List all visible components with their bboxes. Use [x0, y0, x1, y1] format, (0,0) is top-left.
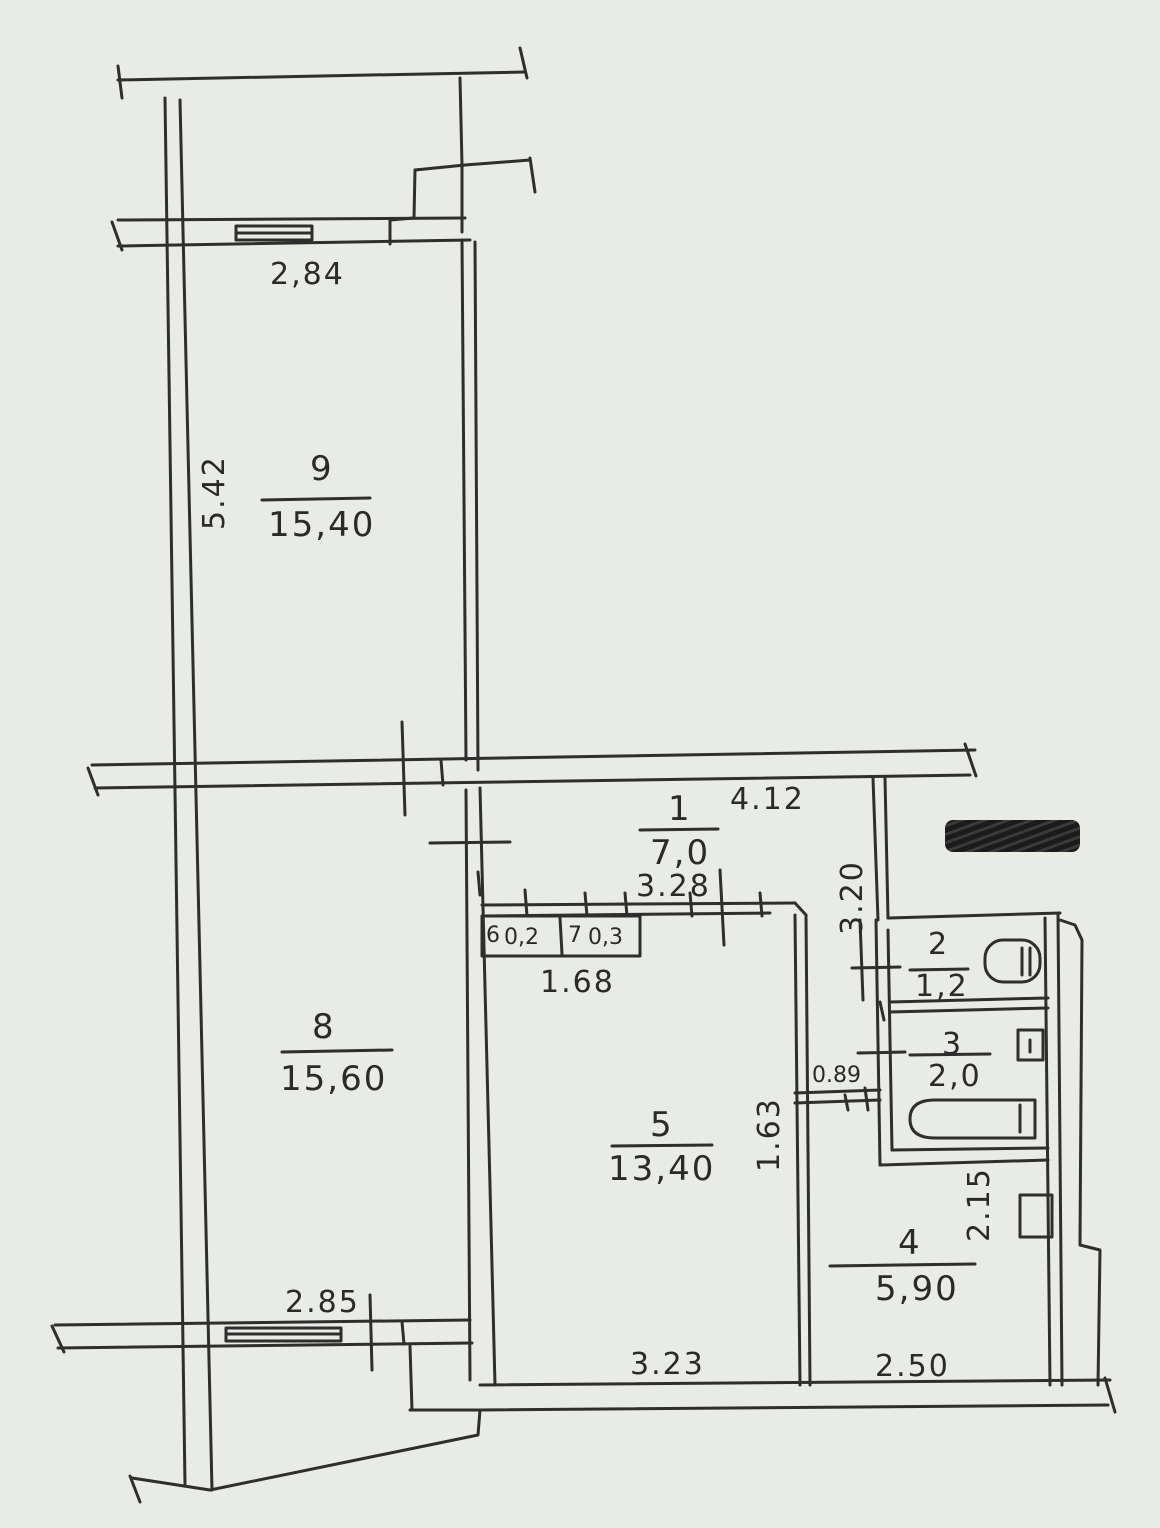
room-3-number: 3: [942, 1027, 964, 1062]
room-5-number: 5: [650, 1105, 674, 1145]
redaction-scribble: [945, 820, 1080, 852]
dimension-1-63: 1.63: [752, 1097, 787, 1172]
room-3-area: 2,0: [928, 1059, 982, 1094]
dimension-4-12: 4.12: [730, 782, 805, 817]
dimension-5-42: 5.42: [197, 455, 232, 530]
room-1-number: 1: [668, 789, 692, 829]
room-9-number: 9: [310, 449, 334, 489]
room-1-area: 7,0: [650, 833, 711, 873]
room-5-area: 13,40: [608, 1149, 716, 1189]
room-8-area: 15,60: [280, 1059, 388, 1099]
dimension-2-15: 2.15: [962, 1167, 997, 1242]
room-9-area: 15,40: [268, 505, 376, 545]
room-4-number: 4: [898, 1223, 922, 1263]
room-8-number: 8: [312, 1007, 336, 1047]
dimension-3-23: 3.23: [630, 1347, 705, 1382]
room-7-area: 0,3: [588, 925, 623, 950]
dimension-0-89: 0.89: [812, 1063, 861, 1088]
dimension-2-84: 2,84: [270, 257, 345, 292]
dimension-3-28: 3.28: [636, 869, 711, 904]
room-2-area: 1,2: [915, 969, 969, 1004]
dimension-2-50: 2.50: [875, 1349, 950, 1384]
dimension-2-85: 2.85: [285, 1285, 360, 1320]
room-6-number: 6: [486, 923, 500, 948]
room-7-number: 7: [568, 923, 582, 948]
dimension-1-68: 1.68: [540, 965, 615, 1000]
room-2-number: 2: [928, 927, 950, 962]
room-6-area: 0,2: [504, 925, 539, 950]
dimension-3-20: 3.20: [835, 860, 870, 935]
room-4-area: 5,90: [875, 1269, 959, 1309]
